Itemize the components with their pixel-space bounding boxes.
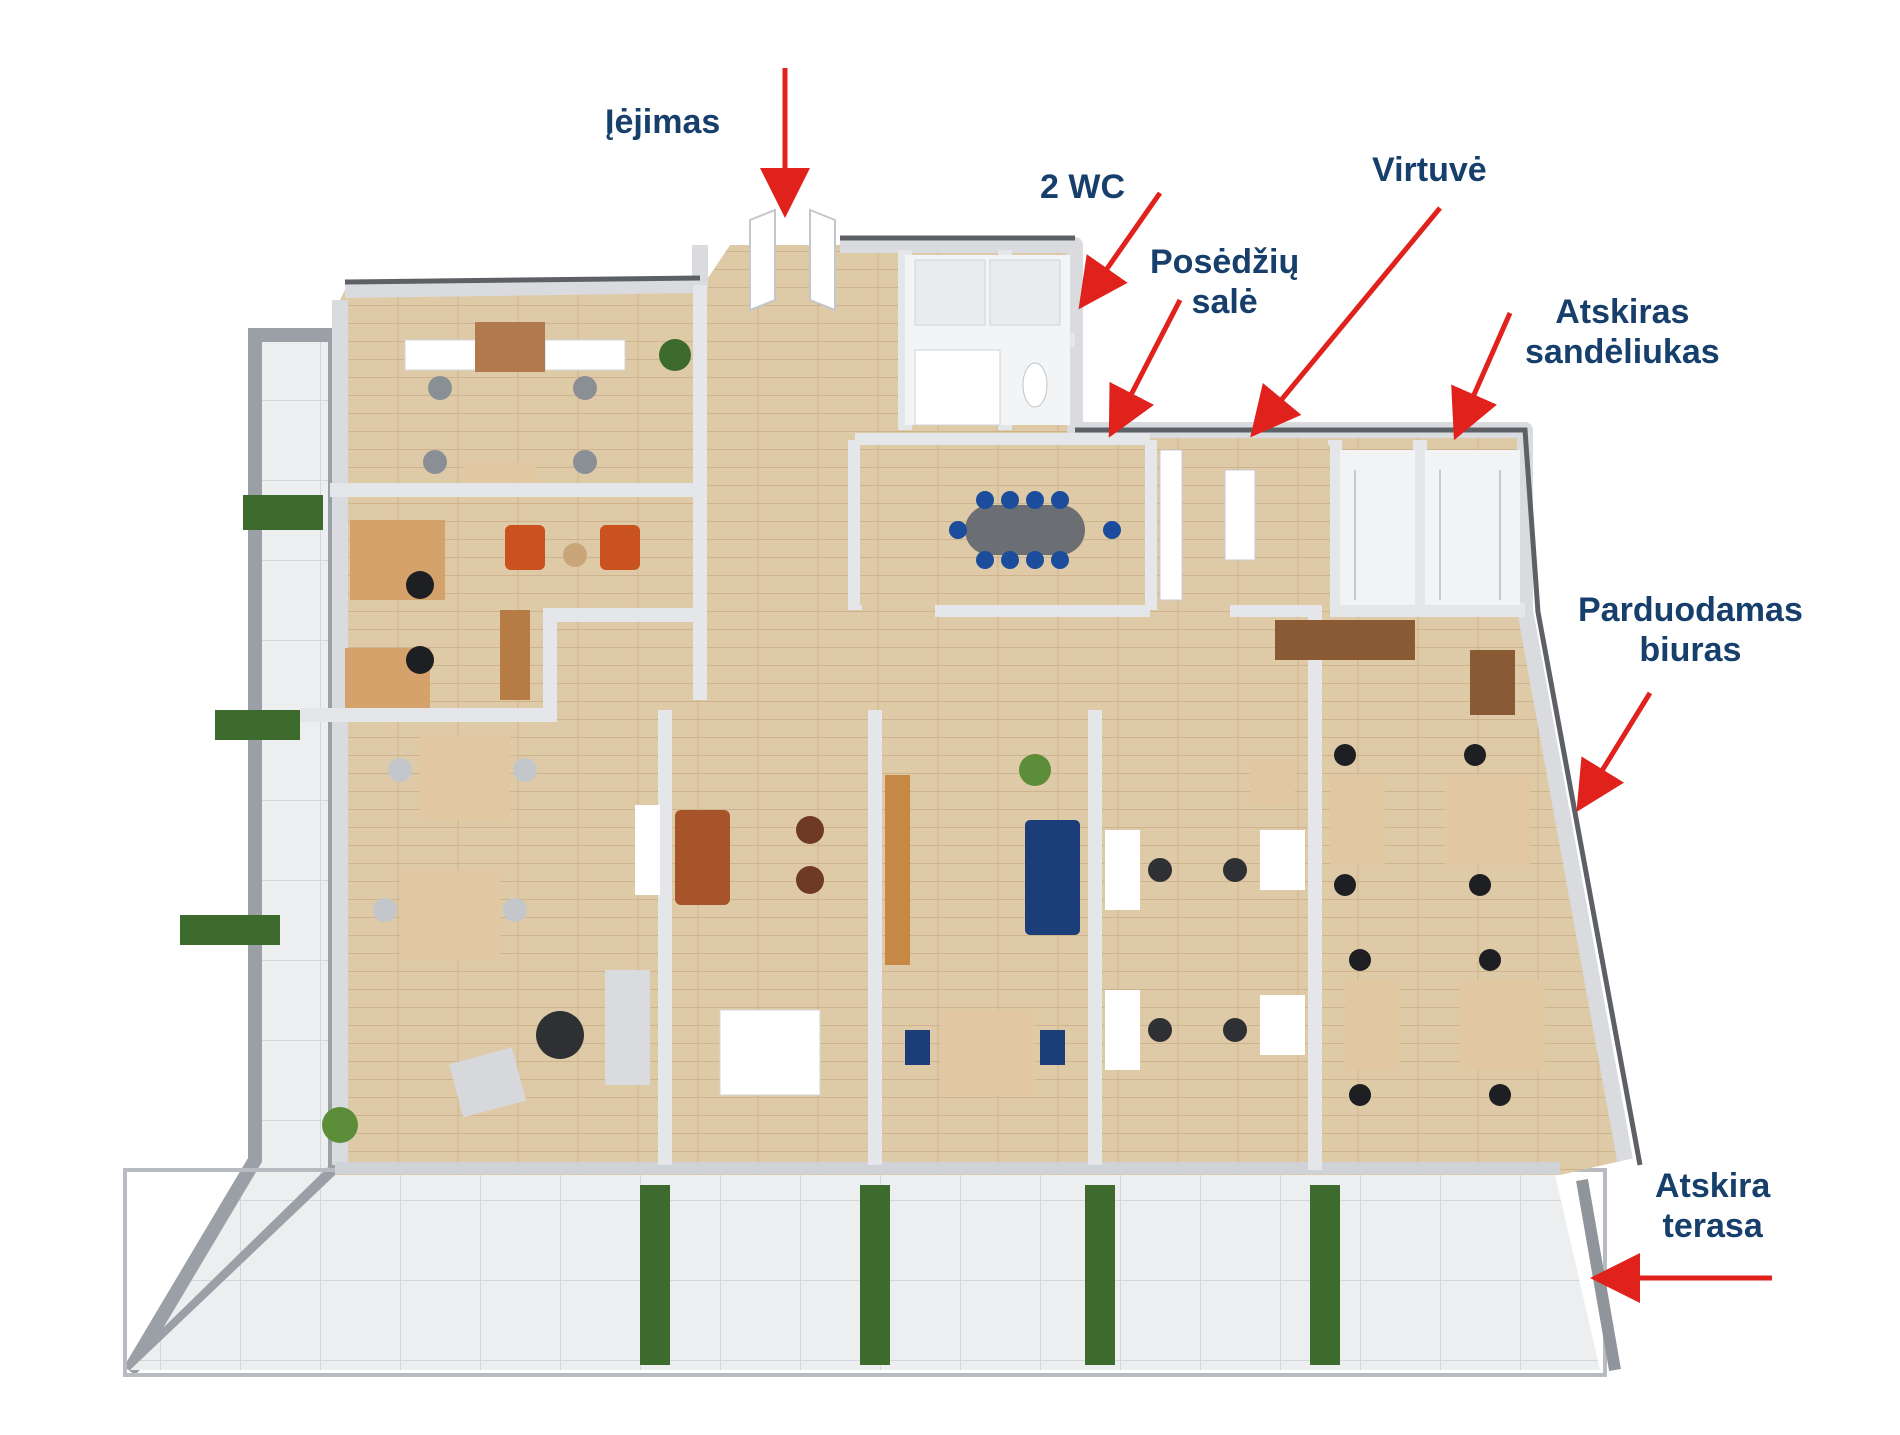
open-workspace-left: [322, 735, 650, 1143]
label-wc: 2 WC: [1040, 168, 1125, 206]
arrow-storage: [1451, 311, 1513, 441]
annotation-arrows: [760, 68, 1772, 1303]
arrow-office-for-sale: [1576, 691, 1653, 813]
office-room-1: [635, 805, 824, 1096]
kitchen: [1159, 445, 1330, 605]
wc-rooms: [905, 255, 1070, 426]
terrace-planters: [180, 495, 1340, 1365]
arrow-kitchen: [1250, 206, 1442, 438]
label-entrance: Įėjimas: [605, 103, 721, 141]
label-meeting-room: Posėdžių salė: [1150, 243, 1300, 321]
reception-area: [345, 520, 640, 708]
label-storage: Atskiras sandėliukas: [1525, 293, 1720, 371]
separate-terrace: [1330, 1175, 1600, 1370]
meeting-room: [860, 445, 1145, 605]
label-office-for-sale: Parduodamas biuras: [1578, 591, 1803, 669]
office-room-3: [1105, 760, 1305, 1070]
arrow-wc: [1078, 191, 1163, 310]
label-kitchen: Virtuvė: [1372, 151, 1487, 189]
label-terrace: Atskira terasa: [1655, 1167, 1771, 1245]
storage-rooms: [1340, 450, 1520, 605]
arrow-meeting-room: [1108, 298, 1183, 438]
office-top-left: [404, 322, 691, 482]
office-for-sale: [1275, 620, 1545, 1106]
office-room-2: [885, 754, 1080, 1095]
